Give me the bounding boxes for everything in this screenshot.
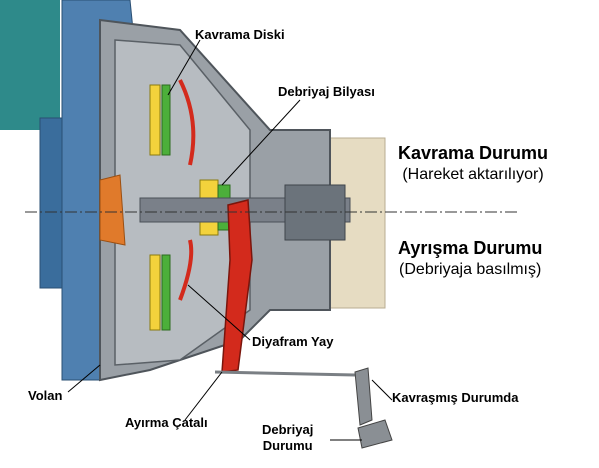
label-debriyaj-durumu-line1: Debriyaj bbox=[262, 422, 314, 437]
state-kavrama-sub: (Hareket aktarılıyor) bbox=[402, 166, 544, 183]
release-fork-red bbox=[221, 199, 253, 373]
diaphragm-spring-bottom bbox=[178, 239, 194, 301]
pointer-kavrama-diski bbox=[167, 39, 201, 96]
label-kavrama-diski: Kavrama Diski bbox=[195, 27, 285, 42]
engine-block bbox=[0, 0, 60, 130]
disc-facing-bottom bbox=[149, 254, 161, 331]
clutch-cable bbox=[214, 370, 356, 377]
state-kavrama: Kavrama Durumu (Hareket aktarılıyor) bbox=[398, 143, 548, 184]
state-ayrisma: Ayrışma Durumu (Debriyaja basılmış) bbox=[398, 238, 542, 279]
label-debriyaj-bilyasi: Debriyaj Bilyası bbox=[278, 84, 375, 99]
label-volan: Volan bbox=[28, 388, 63, 403]
disc-facing-top bbox=[149, 84, 161, 156]
label-debriyaj-durumu: Debriyaj Durumu bbox=[262, 422, 313, 453]
state-kavrama-title: Kavrama Durumu bbox=[398, 143, 549, 163]
label-ayirma-catali: Ayırma Çatalı bbox=[125, 415, 208, 430]
label-kavrasmis-durumda: Kavraşmış Durumda bbox=[392, 390, 519, 405]
pointer-debriyaj-bilyasi bbox=[221, 99, 301, 186]
pointer-diyafram-yay bbox=[187, 284, 251, 341]
clutch-pedal bbox=[354, 367, 373, 426]
state-ayrisma-title: Ayrışma Durumu bbox=[398, 238, 543, 258]
diaphragm-spring-top bbox=[178, 79, 196, 166]
pedal-pad bbox=[357, 419, 393, 449]
state-ayrisma-sub: (Debriyaja basılmış) bbox=[399, 261, 542, 278]
label-diyafram-yay: Diyafram Yay bbox=[252, 334, 334, 349]
damper-orange bbox=[99, 174, 126, 246]
pointer-kavrasmis bbox=[371, 379, 393, 401]
pointer-volan bbox=[67, 364, 101, 393]
pointer-ayirma-catali bbox=[184, 371, 223, 421]
disc-facing-bottom-2 bbox=[161, 254, 171, 331]
disc-facing-top-2 bbox=[161, 84, 171, 156]
label-debriyaj-durumu-line2: Durumu bbox=[262, 437, 313, 453]
